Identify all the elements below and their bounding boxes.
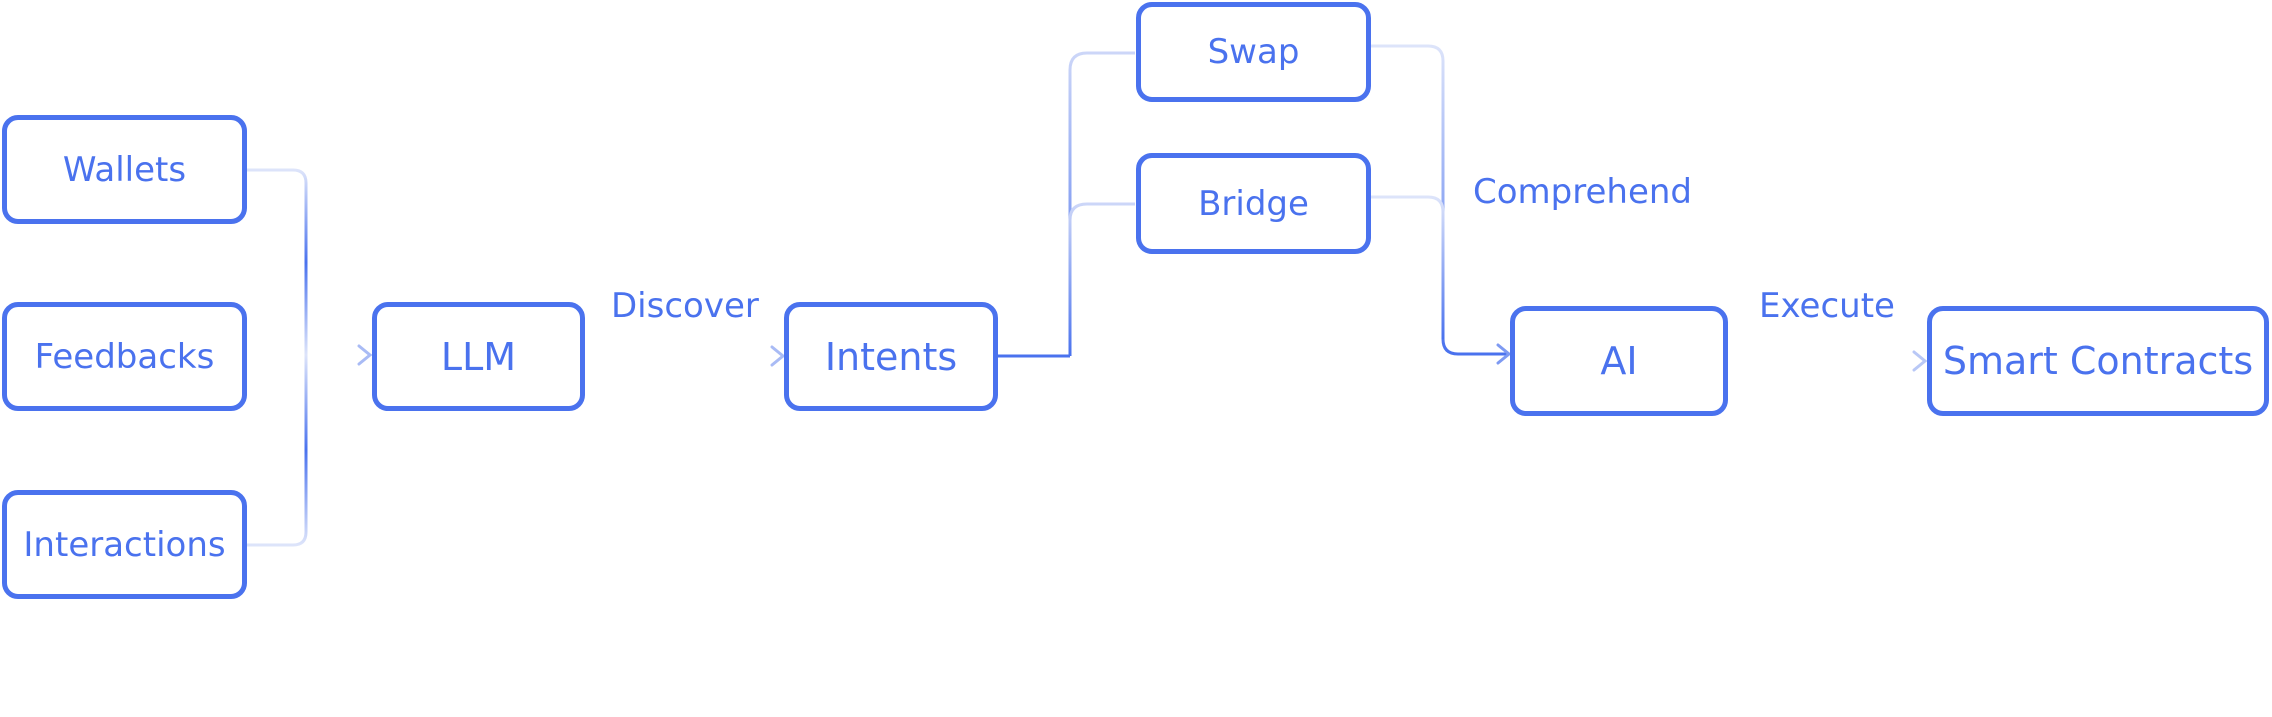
node-ai-label: AI — [1600, 339, 1638, 383]
node-llm-label: LLM — [440, 334, 517, 379]
connector-bridge-ai — [1371, 195, 1445, 339]
node-wallets: Wallets — [2, 115, 247, 224]
arrowhead-llm — [357, 344, 373, 366]
node-bridge-label: Bridge — [1198, 183, 1309, 224]
node-feedbacks-label: Feedbacks — [34, 336, 215, 377]
arrowhead-ai — [1496, 343, 1512, 365]
node-ai: AI — [1510, 306, 1728, 416]
edge-label-discover: Discover — [611, 286, 759, 326]
node-smart-contracts: Smart Contracts — [1927, 306, 2269, 416]
connector-interactions-merge — [247, 355, 308, 547]
node-interactions: Interactions — [2, 490, 247, 599]
node-feedbacks: Feedbacks — [2, 302, 247, 411]
node-bridge: Bridge — [1136, 153, 1371, 254]
arrowhead-contracts — [1912, 350, 1928, 372]
node-swap: Swap — [1136, 2, 1371, 102]
node-intents-label: Intents — [824, 334, 958, 379]
connector-split-swap — [1068, 51, 1135, 356]
node-smart-contracts-label: Smart Contracts — [1942, 339, 2254, 383]
node-swap-label: Swap — [1207, 32, 1300, 72]
node-intents: Intents — [784, 302, 998, 411]
node-llm: LLM — [372, 302, 585, 411]
edge-label-execute: Execute — [1759, 286, 1895, 326]
arrowhead-intents — [770, 345, 786, 367]
node-interactions-label: Interactions — [23, 524, 226, 565]
connector-swap-ai — [1371, 44, 1509, 356]
node-wallets-label: Wallets — [62, 149, 187, 190]
connector-wallets-merge — [247, 168, 308, 355]
edge-label-comprehend: Comprehend — [1473, 172, 1692, 212]
connector-split-bridge — [1068, 202, 1135, 356]
